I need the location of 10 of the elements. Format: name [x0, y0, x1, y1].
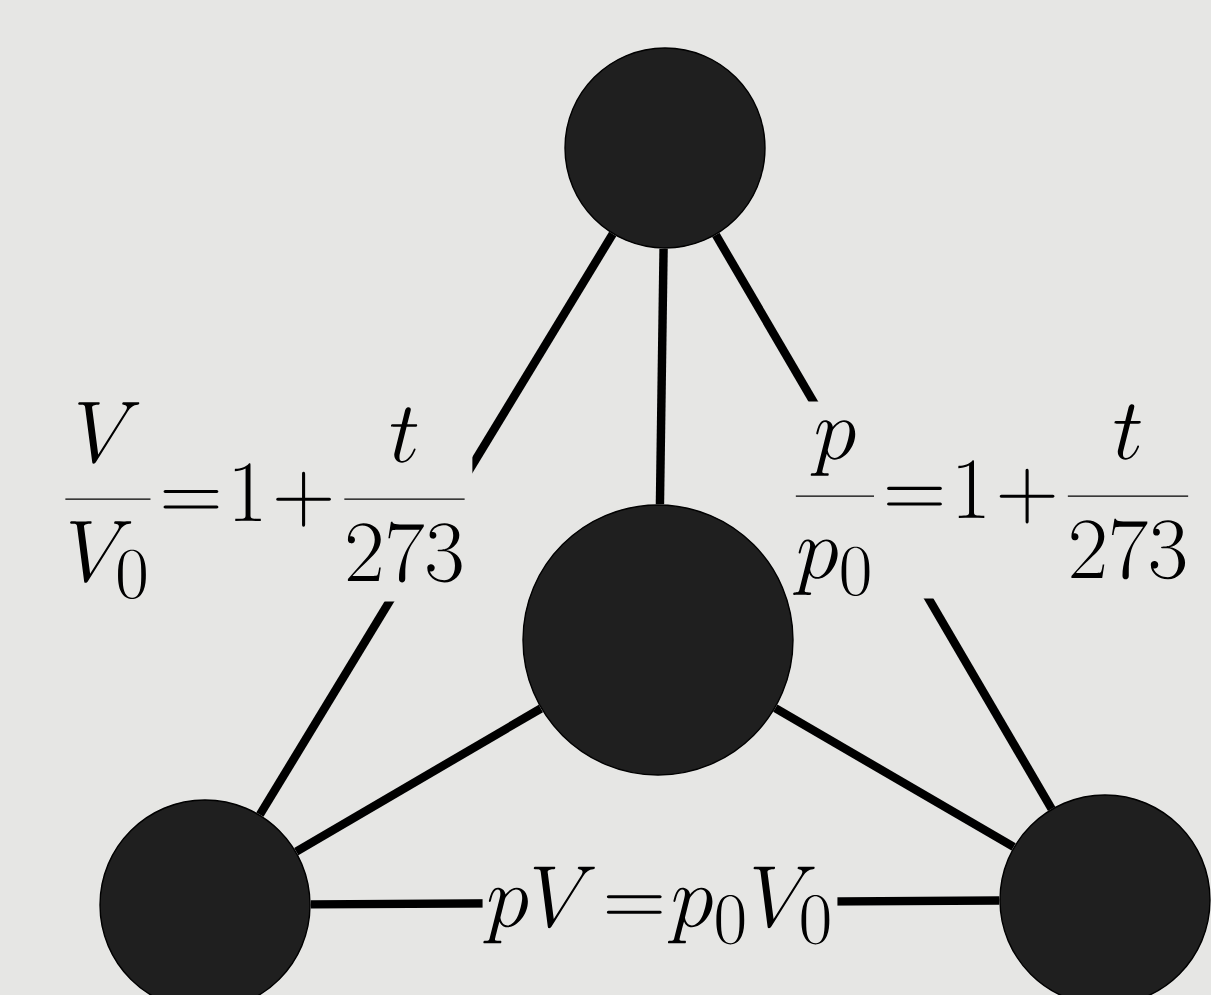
- formula-label: $\frac{V}{V_0}=1+\frac{t}{273}$: [57, 398, 473, 602]
- connector-line: [655, 248, 668, 505]
- formula-label: $\frac{p}{p_0}=1+\frac{t}{273}$: [788, 401, 1196, 599]
- ball: [564, 47, 766, 249]
- connector-line: [773, 704, 1016, 851]
- ball: [99, 799, 311, 995]
- ball: [999, 794, 1211, 995]
- ball: [522, 504, 794, 776]
- connector-line: [294, 704, 543, 856]
- formula-label: $pV=p_0V_0$: [482, 863, 838, 947]
